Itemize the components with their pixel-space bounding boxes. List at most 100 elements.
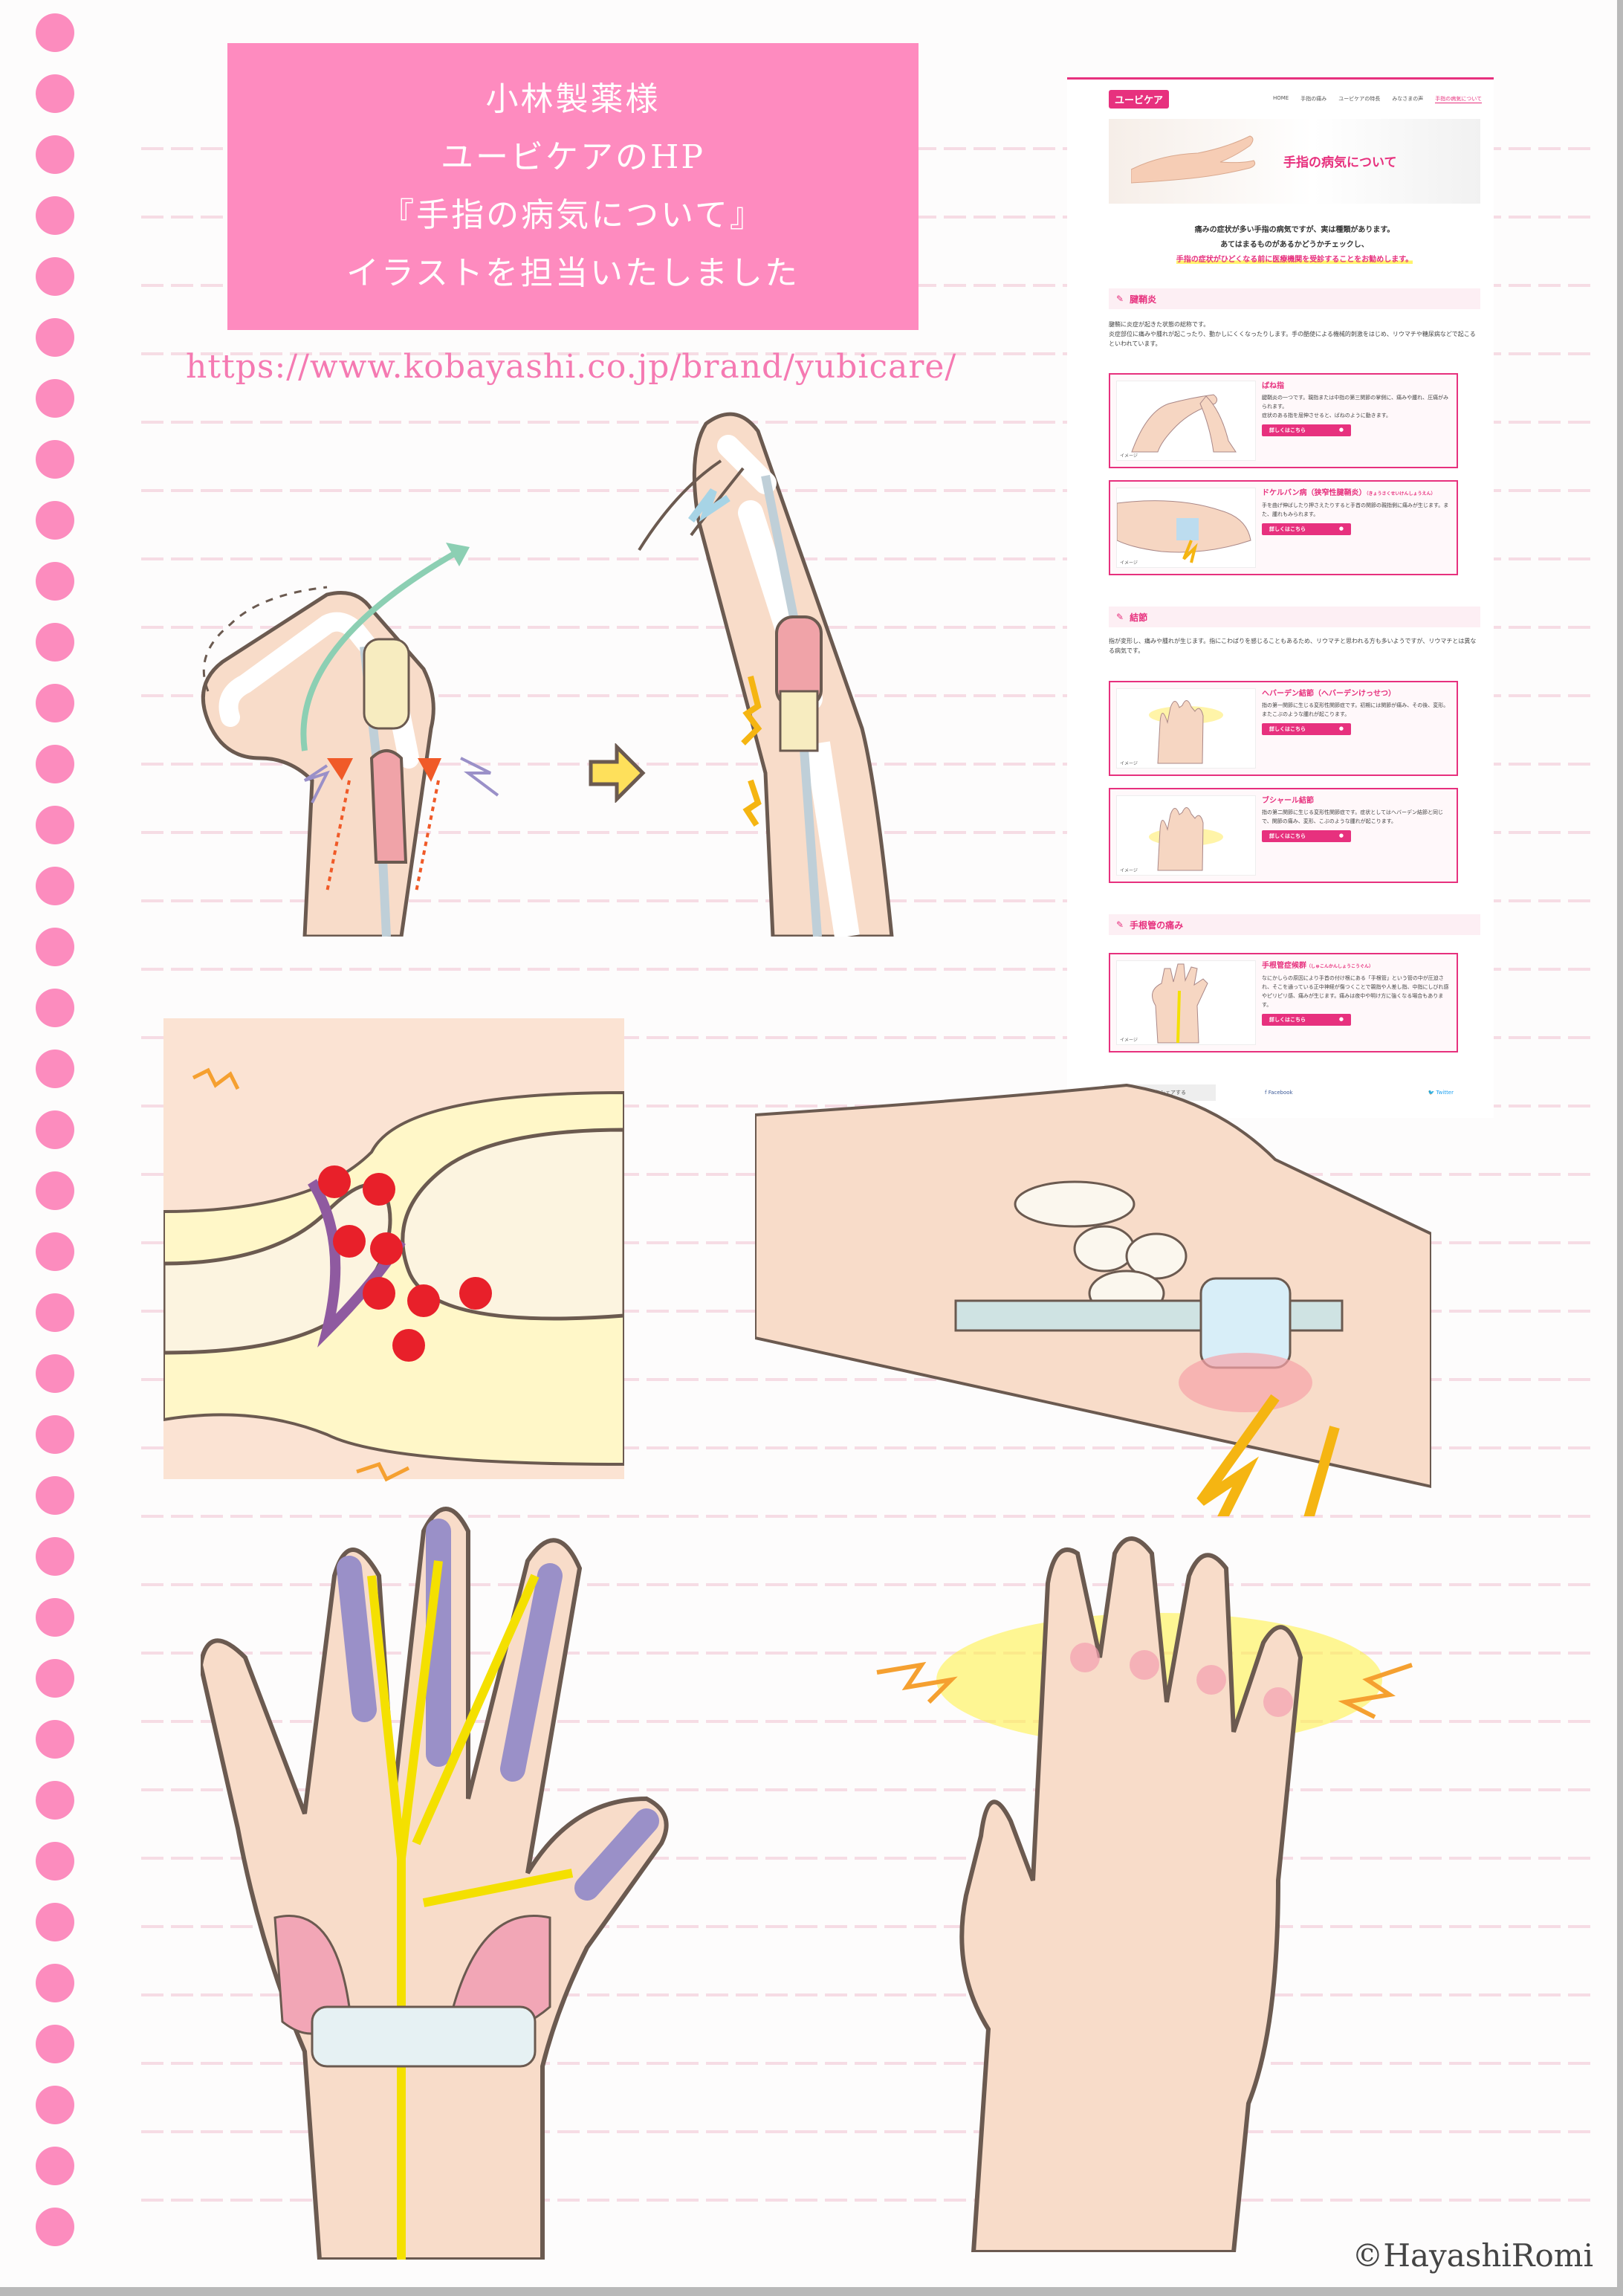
site-nav: ユービケア HOME 手指の痛み ユービケアの特長 みなさまの声 手指の病気につ…	[1109, 88, 1482, 110]
binder-hole	[36, 1171, 74, 1210]
card-image: イメージ	[1116, 488, 1256, 568]
binder-hole	[36, 867, 74, 905]
hero-banner: 手指の病気について	[1109, 119, 1480, 204]
binder-hole	[36, 440, 74, 479]
binder-hole	[36, 1964, 74, 2002]
image-label: イメージ	[1120, 1038, 1138, 1043]
binder-hole	[36, 1537, 74, 1576]
nav-item-features[interactable]: ユービケアの特長	[1338, 95, 1381, 102]
binder-hole	[36, 745, 74, 783]
image-label: イメージ	[1120, 868, 1138, 873]
arrow-right-icon: ●	[1338, 427, 1344, 433]
hand-thumbnail	[1149, 700, 1223, 764]
site-logo[interactable]: ユービケア	[1109, 89, 1170, 109]
palm-thumbnail	[1152, 963, 1208, 1044]
disease-card-bouchard: イメージ ブシャール結節 指の第二関節に生じる変形性関節症です。症状としてはヘバ…	[1109, 788, 1458, 883]
card-title: ドケルバン病（狭窄性腱鞘炎）（きょうさくせいけんしょうえん）	[1262, 488, 1449, 499]
card-text: なにかしらの原因により手首の付け根にある「手根管」という管の中が圧迫され、そこを…	[1262, 975, 1449, 1008]
image-label: イメージ	[1120, 453, 1138, 459]
website-mock: ユービケア HOME 手指の痛み ユービケアの特長 みなさまの声 手指の病気につ…	[1067, 77, 1494, 1118]
page-edge-bottom	[0, 2287, 1623, 2296]
title-line: 『手指の病気について』	[381, 196, 765, 234]
section-heading-label: 結節	[1130, 612, 1148, 623]
wrist-tendon-illustration	[755, 1083, 1431, 1516]
title-line: イラストを担当いたしました	[346, 254, 800, 292]
disease-card-de-quervain: イメージ ドケルバン病（狭窄性腱鞘炎）（きょうさくせいけんしょうえん） 手を曲げ…	[1109, 480, 1458, 575]
twitter-label: Twitter	[1436, 1090, 1454, 1096]
details-button[interactable]: 詳しくはこちら ●	[1262, 830, 1351, 842]
binder-hole	[36, 1903, 74, 1941]
binder-hole	[36, 1598, 74, 1637]
card-title-note: （きょうさくせいけんしょうえん）	[1366, 491, 1436, 497]
nav-item-voices[interactable]: みなさまの声	[1392, 95, 1424, 102]
section-heading-nodes: ✎ 結節	[1109, 607, 1480, 627]
details-button-label: 詳しくはこちら	[1269, 526, 1306, 532]
card-title: ばね指	[1262, 382, 1284, 390]
site-url-link[interactable]: https://www.kobayashi.co.jp/brand/yubica…	[186, 348, 957, 386]
section-description: 指が変形し、痛みや腫れが生じます。指にこわばりを感じることもあるため、リウマチと…	[1109, 638, 1477, 654]
binder-hole	[36, 1050, 74, 1088]
hero-hand-illustration	[1131, 135, 1256, 184]
details-button[interactable]: 詳しくはこちら ●	[1262, 424, 1351, 436]
binder-hole	[36, 1293, 74, 1332]
binder-hole	[36, 135, 74, 174]
section-heading-label: 腱鞘炎	[1130, 294, 1157, 305]
binder-hole	[36, 928, 74, 966]
card-title: 手根管症候群（しゅこんかんしょうこうぐん）	[1262, 960, 1449, 972]
details-button-label: 詳しくはこちら	[1269, 427, 1306, 433]
facebook-icon: f	[1265, 1090, 1269, 1096]
binder-hole	[36, 562, 74, 601]
disease-card-carpal-tunnel: イメージ 手根管症候群（しゅこんかんしょうこうぐん） なにかしらの原因により手首…	[1109, 953, 1458, 1052]
arrow-right-icon: ●	[1338, 526, 1344, 531]
binder-hole	[36, 318, 74, 357]
binder-hole	[36, 196, 74, 235]
site-top-bar	[1067, 77, 1494, 80]
binder-hole	[36, 1232, 74, 1271]
card-body: ヘバーデン結節（へバーデンけっせつ） 指の第一関節に生じる変形性関節症です。初期…	[1262, 688, 1449, 735]
page-edge-right	[1617, 0, 1623, 2296]
trigger-finger-bent-illustration	[201, 543, 499, 937]
binder-hole	[36, 1415, 74, 1454]
card-body: ブシャール結節 指の第二関節に生じる変形性関節症です。症状としてはヘバーデン結節…	[1262, 795, 1449, 842]
binder-hole	[36, 989, 74, 1027]
details-button[interactable]: 詳しくはこちら●	[1262, 723, 1351, 735]
nav-item-pain[interactable]: 手指の痛み	[1300, 95, 1327, 102]
binder-hole	[36, 257, 74, 296]
binder-hole	[36, 2025, 74, 2063]
disease-card-trigger-finger: イメージ ばね指 腱鞘炎の一つです。親指または中指の第三関節の掌側に、痛みや腫れ…	[1109, 373, 1458, 468]
section-description: 腱鞘に炎症が起きた状態の総称です。 炎症部位に痛みや腫れが起こったり、動かしにく…	[1109, 321, 1476, 347]
card-text: 指の第二関節に生じる変形性関節症です。症状としてはヘバーデン結節と同じで、関節の…	[1262, 809, 1443, 824]
arrow-right-icon: ●	[1338, 832, 1344, 838]
nav-items: HOME 手指の痛み ユービケアの特長 みなさまの声 手指の病気について	[1273, 95, 1482, 103]
binder-hole	[36, 74, 74, 113]
binder-hole	[36, 1110, 74, 1149]
card-image: イメージ	[1116, 381, 1256, 461]
twitter-share-link[interactable]: 🐦 Twitter	[1428, 1090, 1454, 1096]
binder-hole	[36, 1354, 74, 1393]
binder-hole	[36, 623, 74, 662]
details-button-label: 詳しくはこちら	[1269, 833, 1306, 839]
binder-hole	[36, 2147, 74, 2185]
joint-cross-section-illustration	[163, 1018, 624, 1482]
card-title-note: （しゅこんかんしょうこうぐん）	[1306, 964, 1374, 969]
card-title-text: ドケルバン病（狭窄性腱鞘炎）	[1262, 489, 1367, 497]
binder-holes	[36, 13, 77, 2280]
binder-hole	[36, 1476, 74, 1515]
carpal-tunnel-hand-illustration	[201, 1507, 669, 2260]
nav-item-home[interactable]: HOME	[1272, 94, 1289, 101]
details-button[interactable]: 詳しくはこちら ●	[1262, 523, 1351, 535]
nav-item-diseases[interactable]: 手指の病気について	[1435, 95, 1482, 103]
lead-line: あてはまるものがあるかどうかチェックし、	[1220, 241, 1369, 249]
trigger-finger-straight-illustration	[638, 412, 894, 937]
binder-hole	[36, 501, 74, 540]
facebook-share-link[interactable]: f Facebook	[1265, 1090, 1293, 1096]
arrow-right-icon: ●	[1338, 725, 1344, 731]
arrow-right-icon	[589, 743, 646, 803]
finger-nodes-hand-illustration	[876, 1536, 1413, 2252]
card-body: ドケルバン病（狭窄性腱鞘炎）（きょうさくせいけんしょうえん） 手を曲げ伸ばしたり…	[1262, 488, 1449, 535]
card-title-text: 手根管症候群	[1262, 962, 1306, 970]
binder-hole	[36, 2086, 74, 2124]
hero-title: 手指の病気について	[1283, 155, 1397, 170]
details-button[interactable]: 詳しくはこちら●	[1262, 1014, 1351, 1026]
